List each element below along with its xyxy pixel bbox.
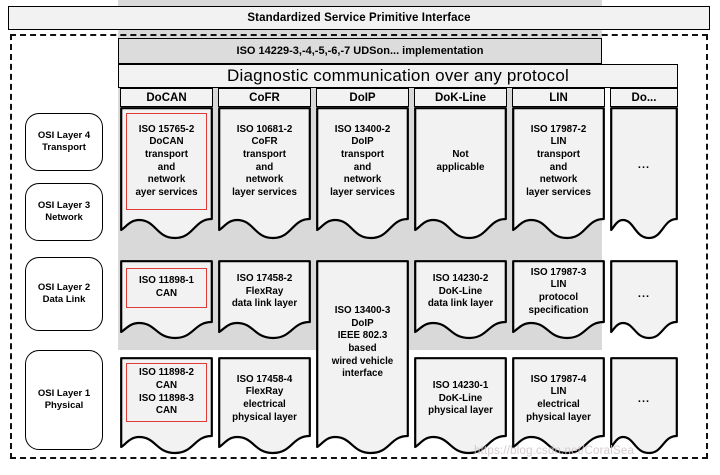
cell-doip-transport: ISO 13400-2 DoIP transport and network l… [316,107,409,240]
column-header-lin: LIN [512,88,605,107]
osi-layer-2-data-link: OSI Layer 2 Data Link [25,257,103,331]
column-header-dok-line-label: DoK-Line [434,91,487,104]
cell-lin-transport: ISO 17987-2 LIN transport and network la… [512,107,605,240]
osi-layer-4-transport: OSI Layer 4 Transport [25,113,103,171]
cell-more-transport: ... [610,107,678,240]
cell-dok-line-transport: Not applicable [414,107,507,240]
cell-lin-datalink: ISO 17987-3 LIN protocol specification [512,260,605,340]
cell-cofr-physical: ISO 17458-4 FlexRay electrical physical … [218,357,311,455]
osi-layer-4-line2: Transport [42,142,86,153]
osi-layer-1-physical: OSI Layer 1 Physical [25,350,103,450]
diagnostic-communication-label: Diagnostic communication over any protoc… [227,66,569,85]
cell-cofr-transport: ISO 10681-2 CoFR transport and network l… [218,107,311,240]
column-header-docan-label: DoCAN [146,91,187,104]
cell-docan-transport: ISO 15765-2 DoCAN transport and network … [120,107,213,240]
column-header-dok-line: DoK-Line [414,88,507,107]
standardized-service-primitive-interface-bar: Standardized Service Primitive Interface [8,6,710,30]
column-header-docan: DoCAN [120,88,213,107]
uds-bar-label: ISO 14229-3,-4,-5,-6,-7 UDSon... impleme… [236,45,484,57]
osi-layer-3-line2: Network [45,212,83,223]
osi-layer-2-line1: OSI Layer 2 [37,282,91,294]
highlight-box-docan-physical [126,363,207,422]
column-header-more: Do... [610,88,678,107]
column-header-cofr: CoFR [218,88,311,107]
cell-dok-line-datalink: ISO 14230-2 DoK-Line data link layer [414,260,507,340]
column-header-cofr-label: CoFR [249,91,280,104]
osi-layer-3-network: OSI Layer 3 Network [25,183,103,241]
cell-doip-datalink-physical-merged: ISO 13400-3 DoIP IEEE 802.3 based wired … [316,260,409,455]
osi-layer-3-line1: OSI Layer 3 [37,200,91,212]
osi-layer-1-line1: OSI Layer 1 [37,388,91,400]
cell-more-physical: ... [610,357,678,455]
cell-dok-line-physical: ISO 14230-1 DoK-Line physical layer [414,357,507,455]
cell-lin-physical: ISO 17987-4 LIN electrical physical laye… [512,357,605,455]
column-header-doip: DoIP [316,88,409,107]
highlight-box-docan-transport [126,113,207,210]
column-header-lin-label: LIN [549,91,568,104]
cell-docan-datalink: ISO 11898-1 CAN [120,260,213,340]
diagnostic-communication-title-bar: Diagnostic communication over any protoc… [118,64,678,88]
cell-more-datalink: ... [610,260,678,340]
osi-layer-1-line2: Physical [44,400,84,411]
osi-layer-2-line2: Data Link [42,294,86,305]
uds-implementation-bar: ISO 14229-3,-4,-5,-6,-7 UDSon... impleme… [118,38,602,64]
column-header-doip-label: DoIP [349,91,376,104]
highlight-box-docan-datalink [126,268,207,308]
osi-layer-4-line1: OSI Layer 4 [37,130,91,142]
spi-bar-label: Standardized Service Primitive Interface [247,12,471,24]
watermark-text: https://blog.csdn.net/CoralSea [474,445,635,457]
column-header-more-label: Do... [631,91,657,104]
diagnostic-scope-frame [10,34,708,459]
cell-docan-physical: ISO 11898-2 CAN ISO 11898-3 CAN [120,357,213,455]
cell-cofr-datalink: ISO 17458-2 FlexRay data link layer [218,260,311,340]
